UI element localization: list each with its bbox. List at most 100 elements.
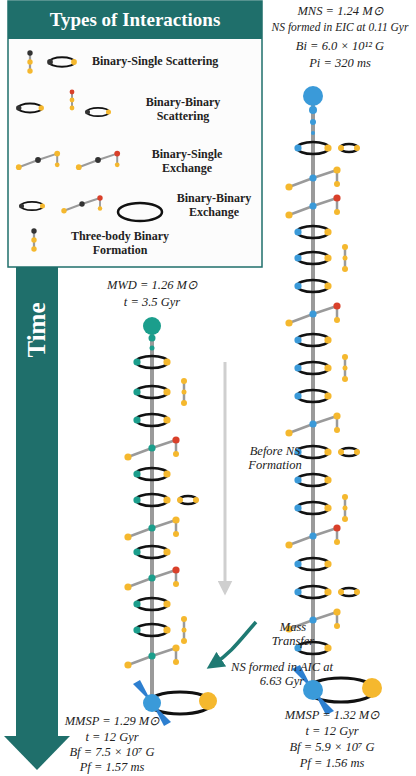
orbit (49, 57, 75, 67)
star-dot (173, 531, 179, 537)
orbit (136, 598, 168, 610)
interaction-glyph (47, 57, 77, 67)
interaction-glyph (285, 194, 340, 218)
track (79, 160, 98, 167)
star-dot (285, 319, 292, 326)
star-dot (342, 244, 348, 250)
track (128, 656, 152, 665)
annotation: MMSP = 1.29 M⊙ (65, 714, 160, 728)
star-dot (333, 166, 340, 173)
star-dot (324, 336, 331, 343)
star-dot (133, 600, 140, 607)
star-dot (148, 444, 155, 451)
star-dot (309, 106, 317, 114)
time-arrowhead (4, 736, 70, 770)
star-dot (309, 616, 316, 623)
orbit (297, 446, 329, 458)
star-dot (285, 211, 292, 218)
orbit (136, 494, 168, 506)
star-dot (333, 302, 340, 309)
star-dot (324, 228, 331, 235)
legend-header (8, 1, 262, 39)
interaction-glyph (294, 244, 348, 272)
star-dot (324, 560, 331, 567)
interaction-glyph (133, 494, 199, 506)
star-dot (333, 412, 340, 419)
interaction-glyph (294, 474, 331, 486)
orbit (297, 142, 329, 154)
star-dot (342, 494, 348, 500)
interaction-glyph (294, 390, 331, 402)
star-dot (309, 310, 316, 317)
star-dot (39, 105, 44, 110)
track (313, 528, 337, 536)
star-dot (354, 449, 360, 455)
star-dot (163, 470, 170, 477)
interaction-glyph (133, 468, 170, 480)
star-dot (95, 157, 101, 163)
interaction-glyph (133, 616, 187, 644)
star-dot (334, 427, 340, 433)
track (152, 440, 176, 448)
orbit (297, 558, 329, 570)
interaction-glyph (133, 598, 170, 610)
orbit (136, 624, 168, 636)
orbit (136, 414, 168, 426)
star-dot (324, 588, 331, 595)
neutron-star (303, 680, 323, 700)
annotation: MMSP = 1.32 M⊙ (285, 708, 380, 722)
star-dot (163, 388, 170, 395)
interaction-glyph (285, 412, 340, 436)
star-dot (294, 392, 301, 399)
orbit (18, 104, 42, 113)
track (289, 178, 313, 187)
star-dot (181, 638, 187, 644)
track (289, 536, 313, 545)
star-dot (333, 608, 340, 615)
interaction-glyph (124, 566, 179, 590)
track (19, 160, 38, 167)
star-dot (98, 206, 103, 211)
star-dot (173, 451, 179, 457)
orbit (297, 502, 329, 514)
star-dot (338, 449, 344, 455)
track (128, 448, 152, 457)
interaction-glyph (124, 644, 179, 668)
star-dot (173, 659, 179, 665)
orbit (297, 280, 329, 292)
star-dot (177, 497, 183, 503)
mass-transfer-arrow (214, 622, 256, 664)
track (64, 204, 82, 211)
orbit (136, 386, 168, 398)
annotation: t = 12 Gyr (85, 730, 138, 744)
star-dot (40, 203, 45, 208)
star-dot (31, 246, 36, 251)
neutron-star (303, 86, 323, 106)
star-dot (16, 164, 22, 170)
star-dot (106, 109, 111, 114)
star-dot (294, 364, 301, 371)
star-dot (311, 131, 315, 135)
interaction-glyph (16, 104, 44, 113)
star-dot (309, 174, 316, 181)
star-dot (294, 282, 301, 289)
star-dot (333, 194, 340, 201)
star-dot (294, 228, 301, 235)
legend-entry: Binary-Single Exchange (132, 148, 242, 176)
companion-star (199, 692, 217, 710)
annotation: NS formed in EIC at 0.11 Gyr (272, 21, 409, 34)
star-dot (310, 119, 316, 125)
orbit (297, 586, 329, 598)
interaction-glyph (294, 142, 360, 154)
interaction-glyph (133, 356, 170, 368)
interaction-glyph (19, 202, 45, 210)
star-dot (148, 524, 155, 531)
annotation: Mass Transfer (258, 620, 328, 649)
orbit (297, 362, 329, 374)
star-dot (324, 282, 331, 289)
star-dot (324, 644, 331, 651)
star-dot (172, 436, 179, 443)
track (313, 198, 337, 206)
timeline (311, 100, 315, 688)
track (313, 416, 337, 424)
